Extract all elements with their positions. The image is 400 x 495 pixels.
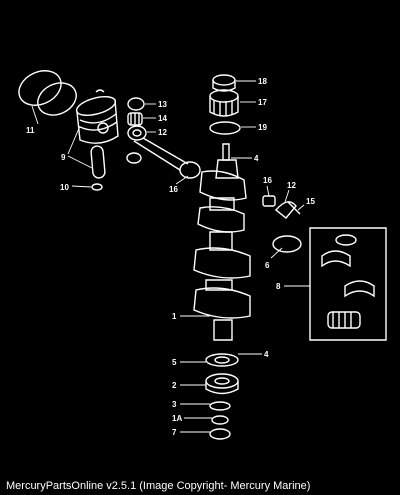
retainer-ring-6[interactable] xyxy=(272,235,302,253)
callout-1[interactable]: 1 xyxy=(172,312,177,321)
crankshaft-exploded-diagram: 18 17 19 13 14 12 4 11 9 10 16 16 12 15 … xyxy=(13,64,387,440)
rod-cap-12[interactable] xyxy=(274,201,297,219)
piston-pin-clip[interactable] xyxy=(95,89,105,93)
callout-9[interactable]: 9 xyxy=(61,153,66,162)
needle-bearing-14[interactable] xyxy=(127,112,143,126)
piston-pin[interactable] xyxy=(90,145,106,179)
callout-7[interactable]: 7 xyxy=(172,428,177,437)
callout-5[interactable]: 5 xyxy=(172,358,177,367)
piston[interactable] xyxy=(75,93,119,144)
callout-16-right[interactable]: 16 xyxy=(263,176,272,185)
copyright-caption: MercuryPartsOnline v2.5.1 (Image Copyrig… xyxy=(6,480,311,492)
callout-3[interactable]: 3 xyxy=(172,400,177,409)
callout-16-left[interactable]: 16 xyxy=(169,185,178,194)
callout-2[interactable]: 2 xyxy=(172,381,177,390)
callout-11[interactable]: 11 xyxy=(26,126,35,135)
callout-10[interactable]: 10 xyxy=(60,183,69,192)
callout-13[interactable]: 13 xyxy=(158,100,167,109)
callout-6[interactable]: 6 xyxy=(265,261,270,270)
roller-bearing-17[interactable] xyxy=(209,89,239,117)
washer-13[interactable] xyxy=(127,97,145,111)
callout-4-upper[interactable]: 4 xyxy=(254,154,259,163)
washer-1a[interactable] xyxy=(211,415,229,425)
lower-seal-5[interactable] xyxy=(205,353,239,367)
callout-12-upper[interactable]: 12 xyxy=(158,128,167,137)
connecting-rod[interactable] xyxy=(126,125,201,179)
main-bearing-kit-box[interactable] xyxy=(309,227,387,341)
callout-17[interactable]: 17 xyxy=(258,98,267,107)
callout-15[interactable]: 15 xyxy=(306,197,315,206)
retaining-ring[interactable] xyxy=(91,183,103,191)
crankshaft[interactable] xyxy=(193,143,251,341)
rod-cap-bearing-16[interactable] xyxy=(262,195,276,207)
callout-8[interactable]: 8 xyxy=(276,282,281,291)
seal-ring-19[interactable] xyxy=(209,121,241,135)
callout-4-lower[interactable]: 4 xyxy=(264,350,269,359)
callout-12-lower[interactable]: 12 xyxy=(287,181,296,190)
callout-1a[interactable]: 1A xyxy=(172,414,182,423)
rod-bolt-15[interactable] xyxy=(287,201,301,215)
snap-ring-3[interactable] xyxy=(209,401,231,411)
piston-rings[interactable] xyxy=(13,64,81,121)
callout-19[interactable]: 19 xyxy=(258,123,267,132)
callout-14[interactable]: 14 xyxy=(158,114,167,123)
ball-bearing-2[interactable] xyxy=(205,373,239,395)
callout-18[interactable]: 18 xyxy=(258,77,267,86)
nut-7[interactable] xyxy=(209,428,231,440)
upper-bearing-18[interactable] xyxy=(212,74,236,92)
